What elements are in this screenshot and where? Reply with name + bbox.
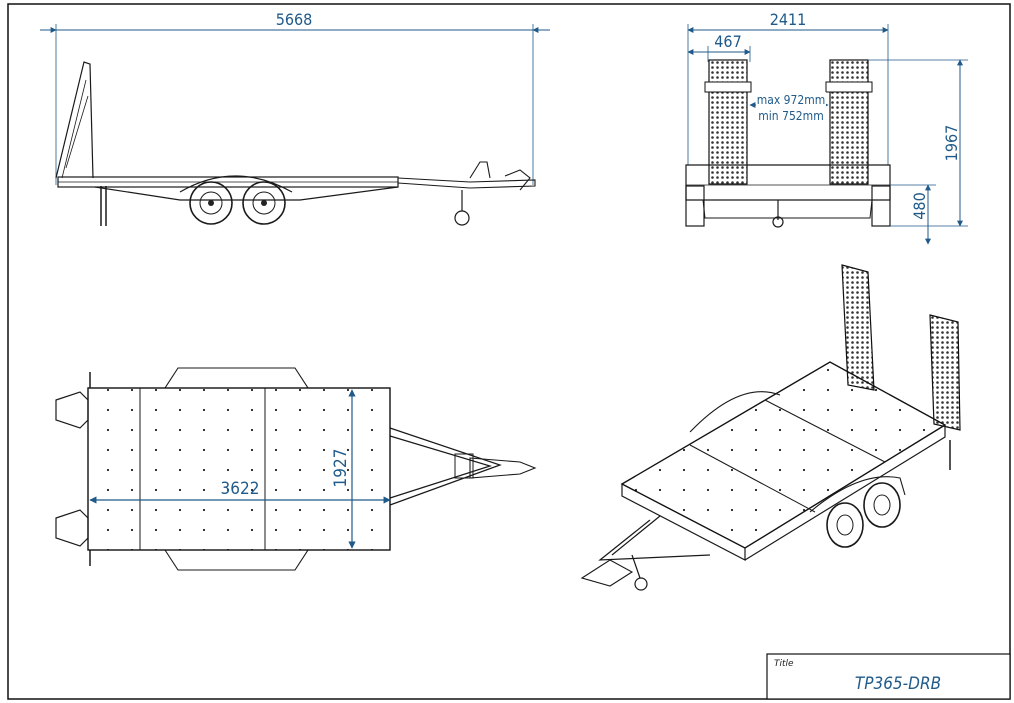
deck-outline: [87, 387, 391, 551]
drawing-title: TP365-DRB: [855, 674, 941, 694]
ramp-gap-max-label: max 972mm: [757, 93, 826, 107]
deck-length-label: 3622: [221, 479, 260, 499]
top-view: 3622 1927: [55, 367, 537, 571]
left-ramp: [708, 59, 748, 185]
ramp-width-label: 467: [714, 32, 741, 51]
overall-width-label: 2411: [770, 10, 807, 29]
overall-length-label: 5668: [276, 10, 313, 29]
right-ramp: [829, 59, 869, 185]
deck-height-label: 480: [910, 192, 929, 219]
iso-deck: [620, 361, 947, 549]
title-block-label: Title: [774, 659, 794, 669]
rear-view: 2411 467 max 972mm min 752mm 1967 480: [685, 10, 968, 245]
overall-height-label: 1967: [942, 125, 961, 162]
deck-width-label: 1927: [331, 449, 351, 488]
title-block: Title TP365-DRB: [766, 653, 1011, 700]
isometric-view: [580, 264, 961, 591]
side-view: 5668: [40, 10, 550, 226]
ramp-gap-min-label: min 752mm: [758, 109, 823, 123]
sheet-border: [7, 3, 1011, 700]
